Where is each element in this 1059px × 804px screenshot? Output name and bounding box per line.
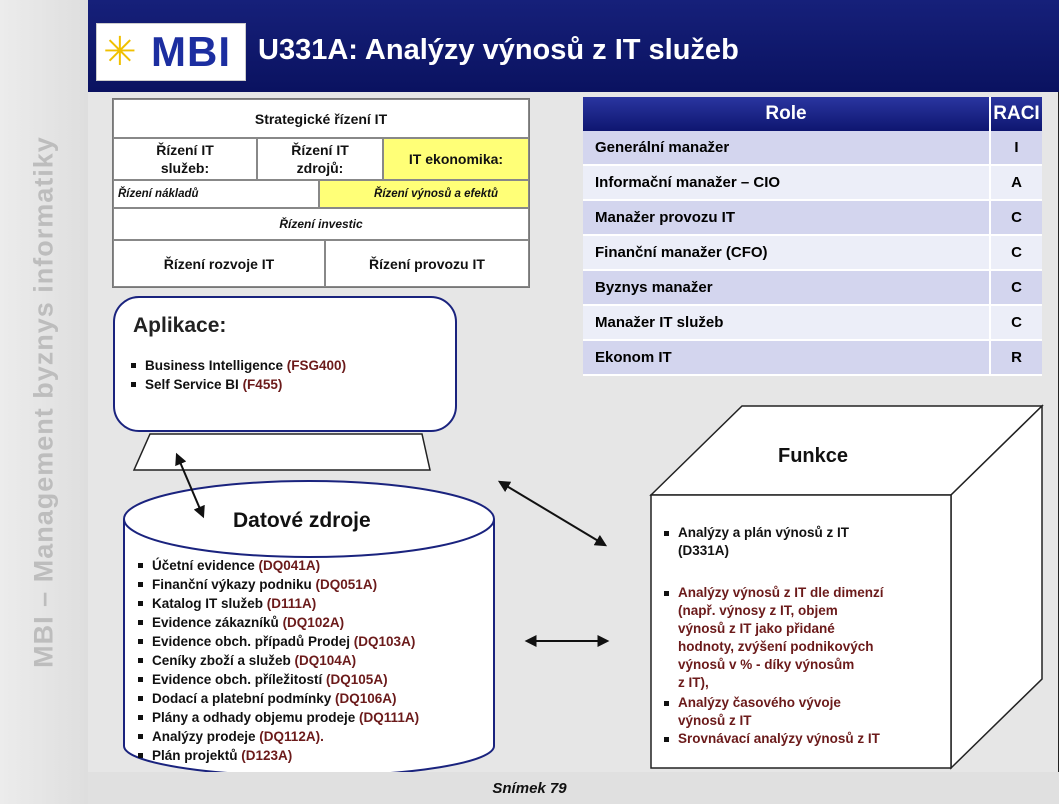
fw-costs: Řízení nákladů — [113, 180, 319, 208]
mbi-logo: ✳ MBI — [96, 23, 246, 81]
raci-role: Byznys manažer — [583, 271, 991, 306]
database-cylinder-top — [123, 480, 495, 558]
management-framework: Strategické řízení IT Řízení IT služeb: … — [112, 98, 530, 288]
logo-text: MBI — [151, 28, 231, 75]
function-line: (D331A) — [678, 543, 730, 558]
list-item: Plán projektů (D123A) — [136, 746, 419, 765]
functions-title: Funkce — [778, 445, 849, 467]
header-bar — [88, 0, 1059, 92]
applications-list: Business Intelligence (FSG400) Self Serv… — [129, 356, 346, 394]
function-line: hodnoty, zvýšení podnikových — [678, 639, 874, 654]
function-line: Analýzy a plán výnosů z IT — [678, 525, 850, 540]
list-item: Finanční výkazy podniku (DQ051A) — [136, 575, 419, 594]
function-line: Analýzy výnosů z IT dle dimenzí — [678, 585, 884, 600]
bullet-icon — [664, 737, 669, 742]
list-item: Evidence obch. případů Prodej (DQ103A) — [136, 632, 419, 651]
footer-bar — [88, 772, 1059, 804]
raci-value: R — [991, 341, 1042, 376]
raci-header: Role RACI — [583, 97, 1042, 131]
table-row: Finanční manažer (CFO)C — [583, 236, 1042, 271]
raci-role: Ekonom IT — [583, 341, 991, 376]
fw-revenues: Řízení výnosů a efektů — [319, 180, 529, 208]
raci-value: C — [991, 201, 1042, 236]
bullet-icon — [664, 591, 669, 596]
list-item: Business Intelligence (FSG400) — [129, 356, 346, 375]
function-item: Srovnávací analýzy výnosů z IT — [662, 730, 946, 748]
fw-services: Řízení IT služeb: — [113, 138, 257, 180]
monitor-stand — [132, 433, 431, 471]
raci-role: Manažer IT služeb — [583, 306, 991, 341]
function-line: z IT), — [678, 675, 709, 690]
list-item: Účetní evidence (DQ041A) — [136, 556, 419, 575]
bullet-icon — [664, 531, 669, 536]
function-line: výnosů z IT — [678, 713, 752, 728]
fw-operations: Řízení provozu IT — [325, 240, 529, 287]
applications-title: Aplikace: — [133, 314, 227, 337]
raci-value: A — [991, 166, 1042, 201]
list-item: Analýzy prodeje (DQ112A). — [136, 727, 419, 746]
list-item: Plány a odhady objemu prodeje (DQ111A) — [136, 708, 419, 727]
function-line: Analýzy časového vývoje — [678, 695, 841, 710]
fw-development: Řízení rozvoje IT — [113, 240, 325, 287]
raci-role: Generální manažer — [583, 131, 991, 166]
sun-icon: ✳ — [103, 30, 137, 74]
raci-role: Manažer provozu IT — [583, 201, 991, 236]
function-item: Analýzy výnosů z IT dle dimenzí (např. vý… — [662, 584, 946, 692]
slide-title: U331A: Analýzy výnosů z IT služeb — [258, 34, 739, 66]
raci-header-raci: RACI — [991, 97, 1042, 131]
raci-value: I — [991, 131, 1042, 166]
bullet-icon — [664, 701, 669, 706]
function-item: Analýzy časového vývoje výnosů z IT — [662, 694, 946, 730]
list-item: Self Service BI (F455) — [129, 375, 346, 394]
raci-header-role: Role — [583, 97, 991, 131]
sidebar: MBI – Management byznys informatiky — [0, 0, 88, 804]
raci-value: C — [991, 236, 1042, 271]
list-item: Ceníky zboží a služeb (DQ104A) — [136, 651, 419, 670]
raci-role: Informační manažer – CIO — [583, 166, 991, 201]
cube-front — [650, 494, 952, 769]
function-line: Srovnávací analýzy výnosů z IT — [678, 731, 880, 746]
arrow-app-db — [175, 452, 205, 519]
slide-number: Snímek 79 — [492, 780, 567, 797]
list-item: Evidence zákazníků (DQ102A) — [136, 613, 419, 632]
fw-investments: Řízení investic — [113, 208, 529, 240]
function-line: (např. výnosy z IT, objem — [678, 603, 838, 618]
data-sources-title: Datové zdroje — [233, 509, 371, 532]
function-line: výnosů v % - díky výnosům — [678, 657, 855, 672]
arrow-db-functions — [497, 480, 608, 547]
applications-box: Aplikace: Business Intelligence (FSG400)… — [113, 296, 457, 432]
raci-value: C — [991, 306, 1042, 341]
list-item: Dodací a platební podmínky (DQ106A) — [136, 689, 419, 708]
raci-role: Finanční manažer (CFO) — [583, 236, 991, 271]
list-item: Evidence obch. příležitostí (DQ105A) — [136, 670, 419, 689]
fw-sources: Řízení IT zdrojů: — [257, 138, 383, 180]
list-item: Katalog IT služeb (D111A) — [136, 594, 419, 613]
raci-value: C — [991, 271, 1042, 306]
function-line: výnosů z IT jako přidané — [678, 621, 835, 636]
functions-list: Analýzy a plán výnosů z IT(D331A)Analýzy… — [662, 524, 946, 748]
fw-economics: IT ekonomika: — [383, 138, 529, 180]
fw-strategic: Strategické řízení IT — [113, 99, 529, 138]
data-sources-list: Účetní evidence (DQ041A) Finanční výkazy… — [136, 556, 419, 765]
function-item: Analýzy a plán výnosů z IT (D331A) — [662, 524, 946, 560]
